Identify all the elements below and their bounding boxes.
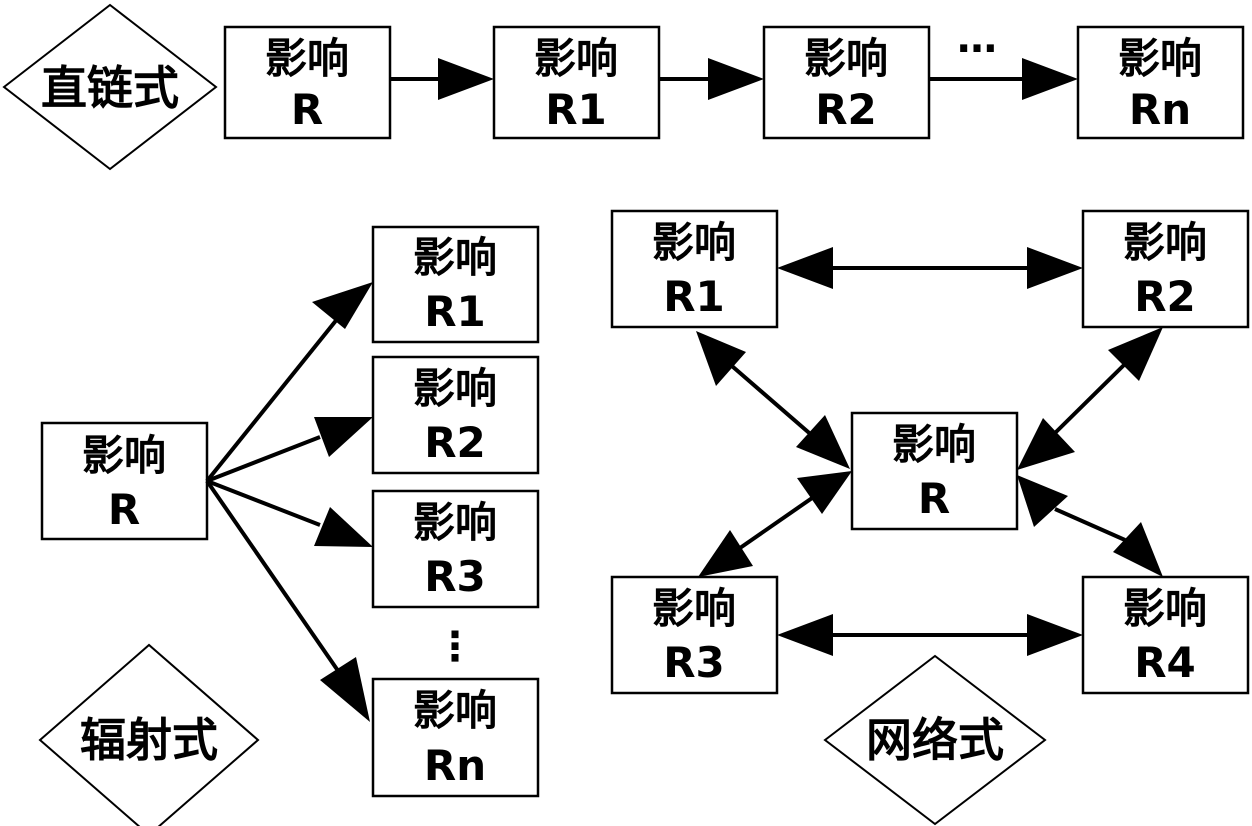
radial-node-R1: 影响 R1 (371, 225, 540, 344)
chain-node-Rn-label: Rn (1129, 85, 1191, 134)
network-arrow-R2-R (1017, 327, 1163, 470)
chain-node-R2-label: R2 (815, 85, 877, 134)
network-arrow-R1-R (696, 331, 850, 469)
chain-node-Rn: 影响 Rn (1076, 25, 1245, 140)
chain-node-R1: 影响 R1 (492, 25, 661, 140)
radial-node-R2-label: R2 (424, 418, 486, 467)
network-node-R3: 影响 R3 (610, 575, 779, 695)
network-arrow-R4-R (1017, 475, 1163, 577)
network-node-R4-title: 影响 (1123, 584, 1207, 633)
network-node-R4-label: R4 (1134, 638, 1196, 687)
radial-mode-diamond (38, 643, 260, 826)
radial-node-R2: 影响 R2 (371, 355, 540, 475)
chain-arrow-R1-R2 (659, 58, 764, 100)
network-node-R3-label: R3 (663, 638, 725, 687)
chain-node-R: 影响 R (223, 25, 392, 140)
radial-arrow-R-R2 (206, 417, 373, 483)
chain-node-R1-label: R1 (545, 85, 607, 134)
radial-node-Rn-label: Rn (424, 741, 486, 790)
network-diagram: 影响 R1 影响 R2 影响 R 影响 R3 影响 R4 (610, 209, 1250, 826)
radial-node-R: 影响 R (40, 421, 209, 541)
chain-mode-label: 直链式 (41, 61, 179, 115)
network-arrow-R3-R (698, 471, 852, 577)
radial-node-R3-label: R3 (424, 552, 486, 601)
chain-arrow-R2-Rn (929, 58, 1078, 100)
network-node-R2-label: R2 (1134, 272, 1196, 321)
network-arrow-R3-R4 (777, 614, 1083, 656)
chain-node-R2-title: 影响 (804, 34, 888, 83)
network-node-R2: 影响 R2 (1081, 209, 1250, 329)
radial-node-Rn: 影响 Rn (371, 677, 540, 798)
radial-vertical-ellipsis: ⋮ (435, 624, 475, 670)
radial-node-Rn-title: 影响 (413, 686, 497, 735)
network-node-R1-title: 影响 (652, 218, 736, 267)
radial-arrow-R-R1 (205, 282, 373, 483)
network-arrow-R1-R2 (777, 247, 1083, 289)
network-node-R-title: 影响 (892, 420, 976, 469)
chain-node-R1-title: 影响 (534, 34, 618, 83)
radial-node-R1-label: R1 (424, 287, 486, 336)
chain-node-R-label: R (291, 85, 323, 134)
chain-mode-diamond (2, 3, 218, 171)
radial-node-R3: 影响 R3 (371, 489, 540, 609)
radial-node-R1-title: 影响 (413, 233, 497, 282)
radial-node-R3-title: 影响 (413, 498, 497, 547)
chain-diagram: 直链式 影响 R 影响 R1 影响 R2 影响 Rn … (2, 3, 1245, 171)
network-node-R3-title: 影响 (652, 584, 736, 633)
radial-mode-label: 辐射式 (80, 713, 218, 767)
radial-node-R-title: 影响 (82, 431, 166, 480)
network-node-R1: 影响 R1 (610, 209, 779, 329)
network-mode-diamond (823, 654, 1047, 826)
chain-ellipsis: … (957, 16, 997, 62)
radial-arrow-R-R3 (206, 479, 373, 547)
network-mode-label: 网络式 (866, 713, 1004, 767)
radial-arrow-R-Rn (205, 479, 370, 722)
network-node-R4: 影响 R4 (1081, 575, 1250, 695)
network-node-R2-title: 影响 (1123, 218, 1207, 267)
radial-node-R2-title: 影响 (413, 364, 497, 413)
network-node-R1-label: R1 (663, 272, 725, 321)
network-node-R: 影响 R (850, 411, 1019, 531)
chain-node-Rn-title: 影响 (1118, 34, 1202, 83)
network-node-R-label: R (918, 474, 950, 523)
chain-node-R2: 影响 R2 (762, 25, 931, 140)
chain-node-R-title: 影响 (265, 34, 349, 83)
radial-node-R-label: R (108, 485, 140, 534)
radial-diagram: 影响 R 影响 R1 影响 R2 影响 R3 影响 Rn ⋮ (38, 225, 540, 826)
chain-arrow-R-R1 (390, 58, 494, 100)
